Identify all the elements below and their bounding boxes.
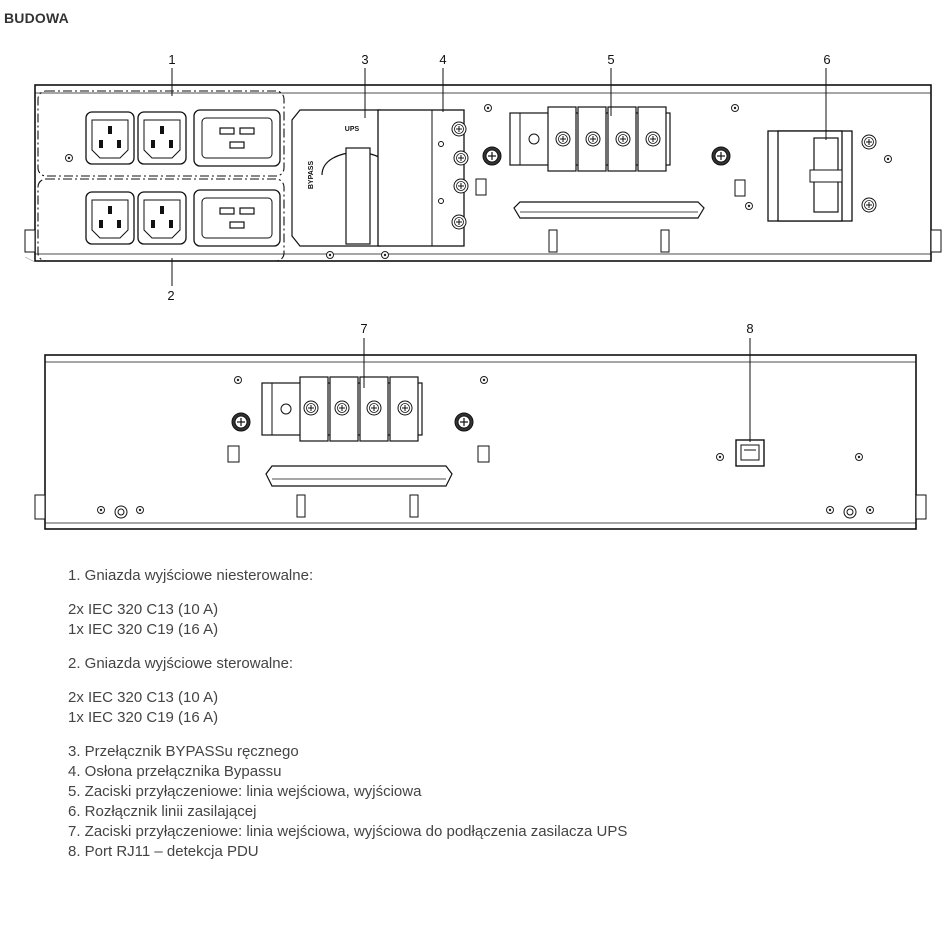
bypass-label: BYPASS — [308, 161, 315, 190]
rear-panel-diagram: UPS BYPASS — [24, 52, 942, 530]
legend-item-5: 5. Zaciski przyłączeniowe: linia wejścio… — [68, 783, 422, 800]
callout-5: 5 — [607, 52, 614, 67]
legend-item-2-sub-2: 1x IEC 320 C19 (16 A) — [68, 709, 219, 726]
callout-7: 7 — [360, 321, 367, 336]
disconnector-6 — [767, 130, 892, 222]
legend-item-1: 1. Gniazda wyjściowe niesterowalne: — [68, 567, 314, 584]
legend-item-2: 2. Gniazda wyjściowe sterowalne: — [68, 655, 294, 672]
bypass-switch: UPS BYPASS — [291, 109, 393, 247]
legend-item-1-sub-1: 2x IEC 320 C13 (10 A) — [68, 601, 219, 618]
legend-item-6: 6. Rozłącznik linii zasilającej — [68, 803, 257, 820]
legend-item-2-sub-1: 2x IEC 320 C13 (10 A) — [68, 689, 219, 706]
legend-item-7: 7. Zaciski przyłączeniowe: linia wejścio… — [68, 823, 628, 840]
callout-3: 3 — [361, 52, 368, 67]
terminal-block-5 — [482, 106, 746, 253]
terminal-block-7 — [227, 376, 490, 518]
rj11-port — [735, 439, 765, 467]
callout-2: 2 — [167, 288, 174, 303]
legend-list: 1. Gniazda wyjściowe niesterowalne: 2x I… — [68, 566, 627, 862]
callout-8: 8 — [746, 321, 753, 336]
legend-item-8: 8. Port RJ11 – detekcja PDU — [68, 843, 259, 860]
bypass-cover — [377, 109, 487, 247]
callout-6: 6 — [823, 52, 830, 67]
legend-item-4: 4. Osłona przełącznika Bypassu — [68, 763, 282, 780]
callout-1: 1 — [168, 52, 175, 67]
callout-4: 4 — [439, 52, 446, 67]
page-title: BUDOWA — [4, 10, 69, 26]
outlet-group-2 — [37, 178, 285, 262]
legend-item-3: 3. Przełącznik BYPASSu ręcznego — [68, 743, 299, 760]
legend-item-1-sub-2: 1x IEC 320 C19 (16 A) — [68, 621, 219, 638]
outlet-group-1 — [37, 90, 285, 177]
bottom-panel: 7 8 — [34, 321, 927, 530]
ups-label: UPS — [345, 126, 360, 133]
top-panel: UPS BYPASS — [24, 52, 942, 303]
